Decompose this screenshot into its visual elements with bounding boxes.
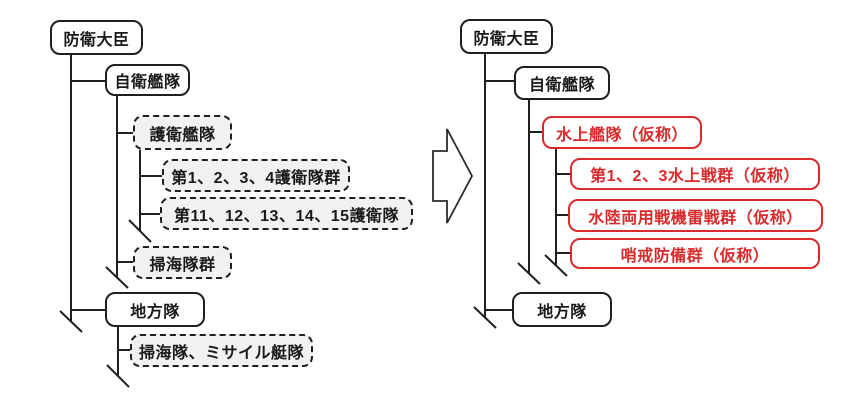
right-surface-fleet-trunk-slash xyxy=(544,254,568,277)
node-regional-district-after: 地方隊 xyxy=(512,292,612,327)
node-amphibious-mine-warfare-group-tentative: 水陸両用戦機雷戦群（仮称） xyxy=(568,199,823,232)
node-surface-fleet-tentative: 水上艦隊（仮称） xyxy=(542,116,702,149)
transform-arrow-icon xyxy=(432,128,474,224)
node-escort-flotillas: 第1、2、3、4護衛隊群 xyxy=(162,159,350,192)
left-fleet-trunk-slash xyxy=(105,266,129,289)
node-defense-minister-after: 防衛大臣 xyxy=(460,19,553,54)
left-regional-trunk-slash xyxy=(106,364,130,388)
right-minister-trunk-slash xyxy=(473,306,497,329)
node-self-defense-fleet-before: 自衛艦隊 xyxy=(105,64,190,96)
node-surface-battle-groups-tentative: 第1、2、3水上戦群（仮称） xyxy=(570,158,820,190)
node-escort-fleet: 護衛艦隊 xyxy=(133,115,232,150)
node-escort-divisions: 第11、12、13、14、15護衛隊 xyxy=(160,197,413,230)
node-regional-district-before: 地方隊 xyxy=(105,292,205,327)
node-mine-warfare-group: 掃海隊群 xyxy=(133,246,232,279)
left-escort-fleet-trunk-slash xyxy=(128,219,152,243)
node-defense-minister-before: 防衛大臣 xyxy=(50,20,143,55)
right-fleet-trunk-slash xyxy=(517,262,541,285)
node-minesweeper-missile-units: 掃海隊、ミサイル艇隊 xyxy=(130,334,313,367)
node-self-defense-fleet-after: 自衛艦隊 xyxy=(514,66,610,100)
left-minister-trunk-slash xyxy=(59,310,83,333)
node-patrol-defense-group-tentative: 哨戒防備群（仮称） xyxy=(570,238,820,269)
